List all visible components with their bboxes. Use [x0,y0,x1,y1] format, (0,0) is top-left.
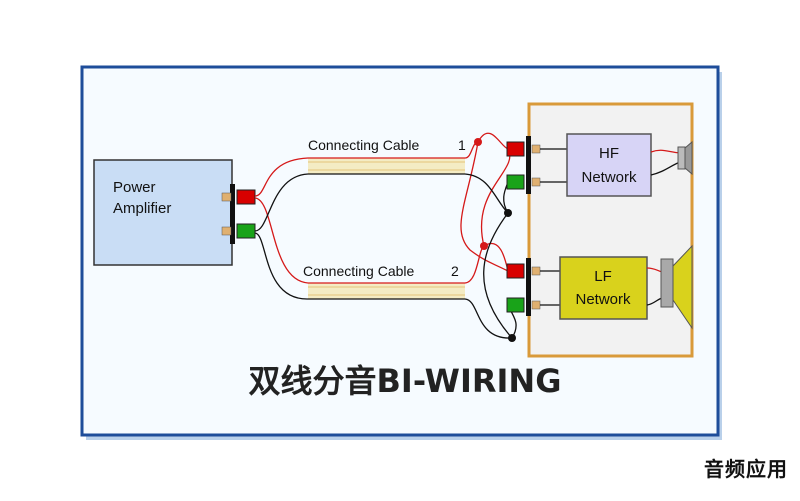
hf-network-label-line1: HF [599,145,619,162]
hf-network: HF Network [566,133,652,197]
amplifier-label-line2: Amplifier [113,200,171,217]
amplifier-label-line1: Power [113,179,156,196]
cable1-label: Connecting Cable [308,137,420,153]
connecting-cable-1: Connecting Cable 1 [308,137,466,175]
lf-terminals [506,258,560,316]
wire-junctions [474,138,516,342]
cable2-label: Connecting Cable [303,263,415,279]
amp-positive-terminal [236,189,256,205]
cable2-number: 2 [451,263,459,279]
cable1-number: 1 [458,137,466,153]
hf-terminals [506,136,567,194]
amplifier-terminals [221,184,256,244]
lf-network-label-line2: Network [575,291,631,308]
watermark-text: 音频应用 [704,457,788,481]
lf-network-label-line1: LF [594,268,612,285]
lf-network: LF Network [559,256,648,320]
woofer-icon [660,244,693,330]
connecting-cable-2: Connecting Cable 2 [303,263,465,300]
power-amplifier: Power Amplifier [93,159,233,266]
hf-network-label-line2: Network [581,169,637,186]
amp-negative-terminal [236,223,256,239]
tweeter-icon [677,140,693,176]
diagram-title: 双线分音BI-WIRING [249,362,562,400]
amp-wiring [254,157,309,300]
